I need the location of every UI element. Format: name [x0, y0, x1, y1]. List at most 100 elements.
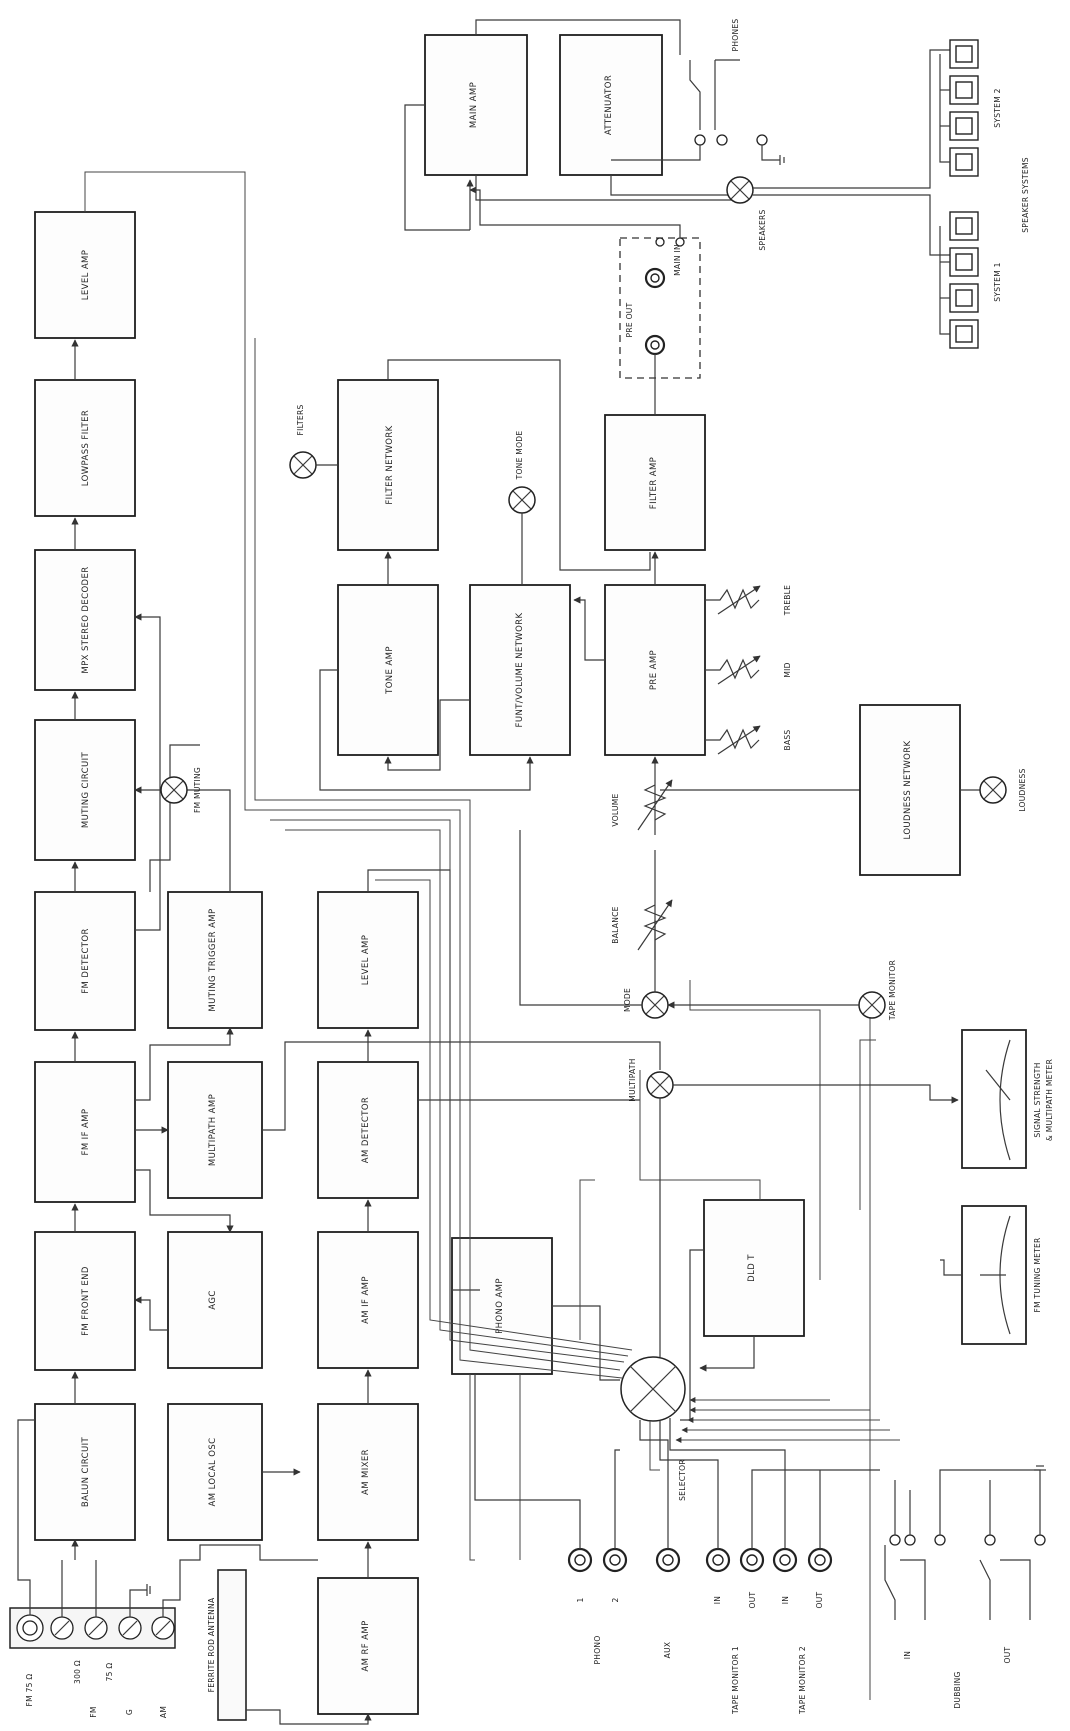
dubbing-in-label: IN — [903, 1651, 912, 1659]
fm-label: FM — [89, 1706, 98, 1717]
pre-amp-label: PRE AMP — [649, 650, 659, 690]
fm-tuning-label: FM TUNING METER — [1033, 1237, 1042, 1312]
bass-label: BASS — [783, 730, 792, 751]
level-amp-top-label: LEVEL AMP — [81, 250, 91, 301]
am-mixer-block — [317, 1403, 419, 1541]
fm-muting-label: FM MUTING — [193, 767, 202, 813]
phono-amp-label: PHONO AMP — [495, 1278, 505, 1334]
am-chain: LEVEL AMP AM DETECTOR AM IF AMP AM MIXER… — [262, 869, 661, 1715]
tone-mode-control[interactable]: TONE MODE — [508, 431, 536, 585]
am-local-osc-label: AM LOCAL OSC — [208, 1438, 218, 1507]
mode-control[interactable]: MODE — [519, 830, 669, 1019]
attenuator-block — [559, 34, 663, 176]
ferrite-label: FERRITE ROD ANTENNA — [207, 1597, 216, 1692]
filters-label: FILTERS — [296, 404, 305, 435]
am-local-osc-block — [167, 1403, 263, 1541]
ohm-75-label: 75 Ω — [105, 1663, 114, 1682]
dubbing-label: DUBBING — [953, 1671, 962, 1708]
fm-front-end-block — [34, 1231, 136, 1371]
am-rf-amp-label: AM RF AMP — [361, 1620, 371, 1671]
loudness-section: LOUDNESS NETWORK — [859, 704, 980, 876]
filter-network-block — [337, 379, 439, 551]
phones-label: PHONES — [731, 19, 740, 52]
speaker-systems: SYSTEM 2 SYSTEM 1 SPEAKER SYSTEMS — [939, 39, 1030, 349]
speakers-control[interactable]: SPEAKERS — [726, 49, 950, 256]
fm-muting-control[interactable]: FM MUTING — [160, 767, 202, 813]
ferrite-rod-antenna — [217, 1569, 247, 1721]
fm-detector-label: FM DETECTOR — [81, 928, 91, 994]
signal-strength-label: SIGNAL STRENGTH — [1033, 1062, 1042, 1137]
pre-out-label: PRE OUT — [625, 302, 634, 337]
level-amp-top-block — [34, 211, 136, 339]
tm2-in-label: IN — [781, 1596, 790, 1604]
tone-amp-label: TONE AMP — [385, 646, 395, 695]
level-amp-am-block — [317, 891, 419, 1029]
am-label: AM — [159, 1706, 168, 1718]
tm2-out-label: OUT — [815, 1591, 824, 1608]
phono-amp-block — [451, 1237, 553, 1375]
tone-section: FILTER NETWORK TONE AMP FUNT/VOLUME NETW… — [319, 359, 706, 960]
selector-label: SELECTOR — [678, 1459, 687, 1501]
treble-label: TREBLE — [783, 585, 792, 616]
multipath-amp-label: MULTIPATH AMP — [208, 1094, 218, 1166]
volume-label: VOLUME — [611, 793, 620, 826]
fm-if-amp-label: FM IF AMP — [81, 1109, 91, 1156]
loudness-label: LOUDNESS — [1018, 768, 1027, 811]
main-amp-block — [424, 34, 528, 176]
fm-chain: LEVEL AMP LOWPASS FILTER MPX STEREO DECO… — [34, 211, 136, 1541]
multipath-label: MULTIPATH — [628, 1058, 637, 1101]
mid-label: MID — [783, 662, 792, 677]
am-mixer-label: AM MIXER — [361, 1449, 371, 1495]
fm-tuning-meter: FM TUNING METER — [940, 1205, 1042, 1345]
agc-block — [167, 1231, 263, 1369]
pre-main-section: PRE OUT MAIN IN — [469, 186, 701, 385]
output-section: MAIN AMP ATTENUATOR PHONES — [404, 19, 785, 231]
phono-2-label: 2 — [611, 1597, 620, 1602]
speaker-systems-label: SPEAKER SYSTEMS — [1021, 157, 1030, 233]
tape-monitor-2-label: TAPE MONITOR 2 — [798, 1646, 807, 1715]
selector-control[interactable]: SELECTOR — [620, 1356, 687, 1501]
filters-control[interactable]: FILTERS — [289, 404, 338, 479]
mpx-stereo-decoder-label: MPX STEREO DECODER — [81, 566, 91, 673]
muting-circuit-block — [34, 719, 136, 861]
balun-circuit-block — [34, 1403, 136, 1541]
tape-monitor-label: TAPE MONITOR — [888, 960, 897, 1021]
antenna-terminals: FM 75 Ω 300 Ω 75 Ω FM G AM FERRITE ROD A… — [9, 1419, 372, 1725]
phono-label: PHONO — [593, 1635, 602, 1664]
ohm-300-label: 300 Ω — [73, 1660, 82, 1684]
phono-section: PHONO AMP DLD T — [451, 1199, 805, 1421]
agc-label: AGC — [208, 1290, 218, 1309]
tape-monitor-control[interactable]: TAPE MONITOR — [667, 960, 897, 1021]
phono-1-label: 1 — [576, 1597, 585, 1602]
fm-if-amp-block — [34, 1061, 136, 1203]
muting-trigger-amp-label: MUTING TRIGGER AMP — [208, 908, 218, 1011]
attenuator-label: ATTENUATOR — [604, 75, 614, 135]
balance-label: BALANCE — [611, 906, 620, 943]
filter-network-label: FILTER NETWORK — [385, 425, 395, 504]
balun-circuit-label: BALUN CIRCUIT — [81, 1436, 91, 1507]
mode-label: MODE — [623, 988, 632, 1012]
input-jacks[interactable]: 1 2 PHONO AUX IN OUT TAPE MONITOR 1 IN O… — [474, 1374, 880, 1715]
lowpass-filter-label: LOWPASS FILTER — [81, 410, 91, 486]
dubbing-jacks[interactable]: IN OUT DUBBING — [884, 1465, 1046, 1709]
am-detector-label: AM DETECTOR — [361, 1097, 371, 1163]
filter-amp-label: FILTER AMP — [649, 457, 659, 509]
dubbing-out-label: OUT — [1003, 1646, 1012, 1663]
tone-pots[interactable]: TREBLE MID BASS — [705, 585, 792, 755]
selector-bus — [244, 180, 900, 1700]
tone-mode-label: TONE MODE — [515, 431, 524, 481]
am-if-amp-label: AM IF AMP — [361, 1276, 371, 1324]
fm-front-end-label: FM FRONT END — [81, 1266, 91, 1336]
loudness-network-block — [859, 704, 961, 876]
am-detector-block — [317, 1061, 419, 1199]
am-rf-amp-block — [317, 1577, 419, 1715]
muting-circuit-label: MUTING CIRCUIT — [81, 751, 91, 828]
system-1-label: SYSTEM 1 — [993, 262, 1002, 301]
g-label: G — [125, 1709, 134, 1715]
function-network-label: FUNT/VOLUME NETWORK — [515, 613, 525, 728]
loudness-control[interactable]: LOUDNESS — [979, 768, 1027, 812]
function-network-block — [469, 584, 571, 756]
fm-75-label: FM 75 Ω — [25, 1674, 34, 1707]
volume-balance-pots[interactable]: VOLUME BALANCE — [611, 779, 861, 951]
multipath-control[interactable]: MULTIPATH — [628, 1058, 959, 1357]
